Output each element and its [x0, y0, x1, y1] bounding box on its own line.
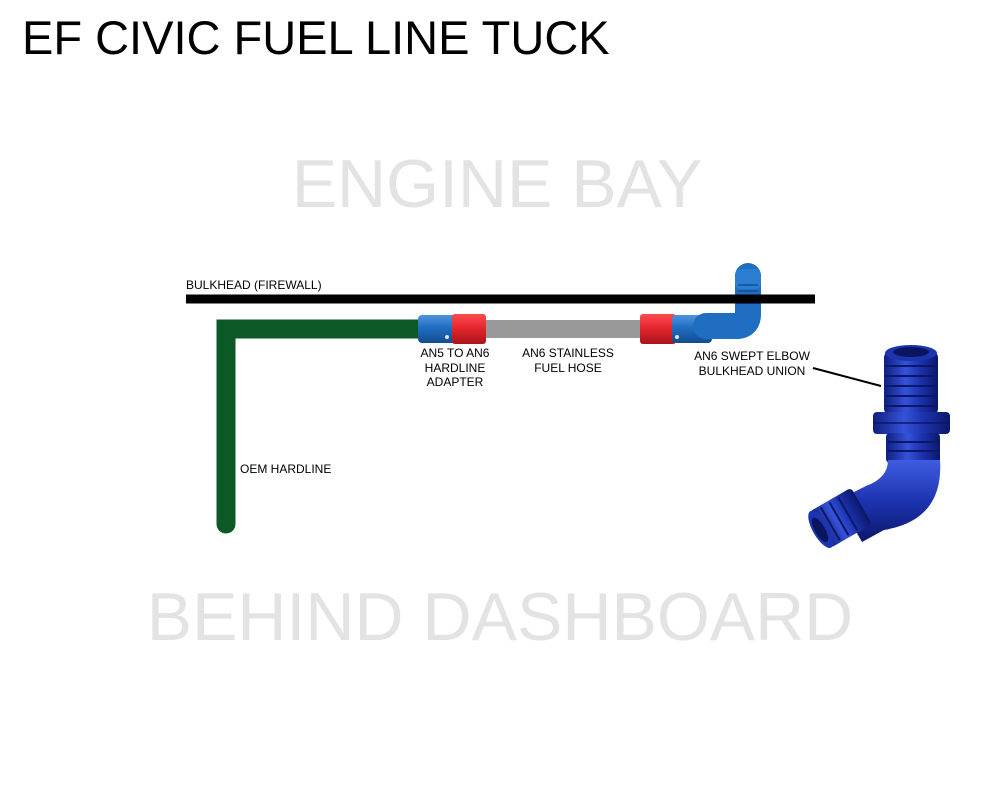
- adapter-label: AN5 TO AN6 HARDLINE ADAPTER: [405, 346, 505, 390]
- adapter-label-line: AN5 TO AN6: [420, 346, 490, 360]
- swept-elbow-label-line: AN6 SWEPT ELBOW: [694, 349, 810, 363]
- behind-dashboard-zone-label: BEHIND DASHBOARD: [146, 579, 854, 655]
- oem-hardline: [216, 319, 430, 534]
- adapter-label-line: HARDLINE: [424, 360, 486, 375]
- stainless-hose: [486, 320, 642, 338]
- adapter-label-line: ADAPTER: [426, 375, 484, 389]
- swept-elbow-label-line: BULKHEAD UNION: [698, 363, 806, 378]
- oem-hardline-label: OEM HARDLINE: [240, 462, 332, 476]
- an5-an6-adapter-fitting: [418, 314, 486, 344]
- an6-swept-elbow-through-firewall: [693, 263, 761, 339]
- elbow-leader-line: [812, 367, 882, 387]
- bulkhead-firewall-label: BULKHEAD (FIREWALL): [186, 278, 322, 292]
- page-title: EF CIVIC FUEL LINE TUCK: [22, 11, 610, 64]
- swept-elbow-label: AN6 SWEPT ELBOW BULKHEAD UNION: [682, 349, 822, 378]
- engine-bay-zone-label: ENGINE BAY: [291, 146, 703, 222]
- stainless-hose-label-line: AN6 STAINLESS: [522, 346, 614, 360]
- stainless-hose-label-line: FUEL HOSE: [534, 360, 602, 375]
- an-swept-elbow-bulkhead-fitting-icon: [808, 345, 950, 548]
- stainless-hose-label: AN6 STAINLESS FUEL HOSE: [508, 346, 628, 375]
